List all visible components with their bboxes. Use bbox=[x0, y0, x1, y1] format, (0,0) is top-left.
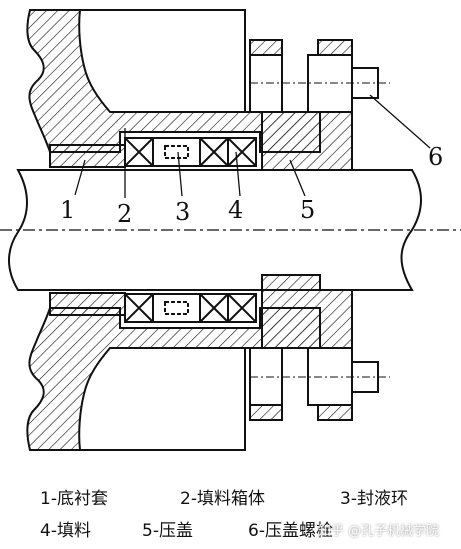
gland-flange-lower-2 bbox=[249, 404, 283, 421]
callout-3: 3 bbox=[175, 198, 190, 226]
housing-cutout-lower bbox=[78, 347, 246, 451]
housing-cutout bbox=[78, 9, 246, 113]
callout-5: 5 bbox=[300, 196, 315, 224]
callout-1: 1 bbox=[60, 196, 75, 224]
gland-flange-upper-2 bbox=[249, 39, 283, 56]
packing-seal-diagram: 1 2 3 4 5 6 bbox=[0, 9, 461, 451]
legend-item-packing: 4-填料 bbox=[40, 521, 91, 541]
legend: 1-底衬套 2-填料箱体 3-封液环 4-填料 5-压盖 6-压盖螺栓 bbox=[0, 470, 461, 549]
lantern-ring-upper bbox=[152, 137, 201, 167]
legend-item-stuffing-box-body: 2-填料箱体 bbox=[180, 489, 265, 509]
packing-rings-lower bbox=[124, 293, 257, 323]
legend-item-bottom-bushing: 1-底衬套 bbox=[40, 489, 108, 509]
packing-rings-upper bbox=[124, 137, 257, 167]
gland-flange-lower bbox=[317, 404, 353, 421]
legend-item-gland: 5-压盖 bbox=[142, 521, 193, 541]
callout-2: 2 bbox=[117, 200, 132, 228]
legend-item-lantern-ring: 3-封液环 bbox=[340, 489, 408, 509]
leader-lines bbox=[74, 94, 431, 198]
watermark: 知乎 @孔子机械学院 bbox=[318, 524, 440, 539]
lantern-ring-lower bbox=[152, 293, 201, 323]
legend-item-gland-bolt: 6-压盖螺栓 bbox=[248, 521, 333, 541]
callout-6: 6 bbox=[428, 143, 443, 171]
gland-flange-upper bbox=[317, 39, 353, 56]
callout-4: 4 bbox=[228, 196, 243, 224]
bottom-bushing-upper bbox=[49, 144, 126, 168]
